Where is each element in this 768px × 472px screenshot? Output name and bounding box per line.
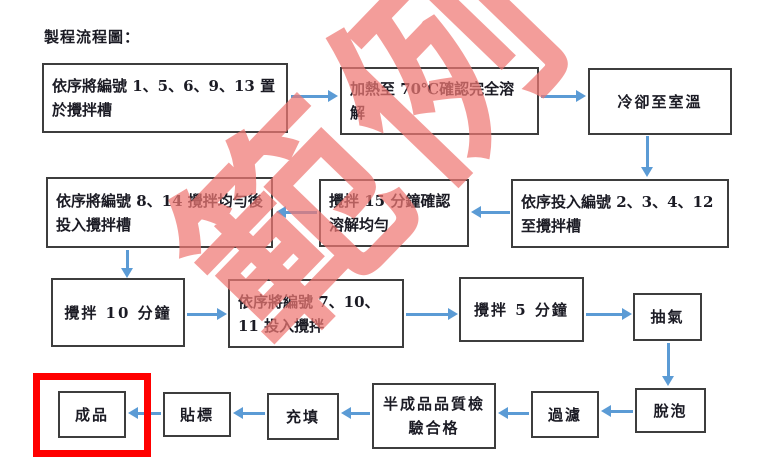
flow-step-5: 攪拌 15 分鐘確認溶解均勻 xyxy=(319,179,469,247)
flow-step-7: 攪拌 10 分鐘 xyxy=(51,278,185,347)
arrow-step7-step8 xyxy=(187,308,227,320)
arrow-step10-step11 xyxy=(662,343,674,386)
final-product-highlight-frame xyxy=(33,373,151,457)
flow-step-13: 半成品品質檢驗合格 xyxy=(372,383,496,449)
flow-step-14-label: 充填 xyxy=(285,407,320,426)
flow-step-11: 脫泡 xyxy=(635,388,706,433)
flow-step-14: 充填 xyxy=(267,393,339,440)
arrow-step6-step7 xyxy=(121,250,133,278)
flow-step-9: 攪拌 5 分鐘 xyxy=(459,277,584,342)
flow-step-15: 貼標 xyxy=(163,392,231,437)
flow-step-11-label: 脫泡 xyxy=(653,401,688,420)
arrow-step8-step9 xyxy=(406,308,458,320)
flow-step-13-label: 半成品品質檢驗合格 xyxy=(382,395,485,437)
flow-step-9-label: 攪拌 5 分鐘 xyxy=(474,300,569,319)
flow-step-7-label: 攪拌 10 分鐘 xyxy=(64,303,172,322)
flow-step-6-label: 依序將編號 8、14 攪拌均勻後投入攪拌槽 xyxy=(56,191,263,234)
arrow-step11-step12 xyxy=(601,405,633,417)
flow-step-10: 抽氣 xyxy=(633,293,702,341)
flow-step-8-label: 依序將編號 7、10、11 投入攪拌 xyxy=(238,292,380,335)
flow-step-2-label: 加熱至 70℃確認完全溶解 xyxy=(350,80,515,122)
arrow-step4-step5 xyxy=(471,206,510,218)
flow-step-6: 依序將編號 8、14 攪拌均勻後投入攪拌槽 xyxy=(46,177,273,248)
arrow-step13-step14 xyxy=(341,407,370,419)
flow-step-5-label: 攪拌 15 分鐘確認溶解均勻 xyxy=(329,192,451,234)
flow-step-16-label: 成品 xyxy=(74,405,109,424)
flow-step-3-label: 冷卻至室溫 xyxy=(617,92,703,111)
flow-step-10-label: 抽氣 xyxy=(650,308,685,326)
arrow-step5-step6 xyxy=(276,206,317,218)
arrow-step14-step15 xyxy=(233,407,265,419)
flow-step-1-label: 依序將編號 1、5、6、9、13 置於攪拌槽 xyxy=(52,77,276,119)
arrow-step2-step3 xyxy=(541,90,586,102)
flow-step-2: 加熱至 70℃確認完全溶解 xyxy=(340,67,539,135)
flow-step-3: 冷卻至室溫 xyxy=(588,68,732,135)
arrow-step1-step2 xyxy=(291,90,338,102)
flow-step-16: 成品 xyxy=(58,391,126,438)
page-title: 製程流程圖： xyxy=(44,28,141,46)
flow-step-15-label: 貼標 xyxy=(179,405,214,424)
flow-step-8: 依序將編號 7、10、11 投入攪拌 xyxy=(228,279,404,348)
flow-step-4: 依序投入編號 2、3、4、12 至攪拌槽 xyxy=(511,179,729,248)
arrow-step12-step13 xyxy=(498,407,529,419)
flow-step-12-label: 過濾 xyxy=(547,405,582,424)
flow-step-1: 依序將編號 1、5、6、9、13 置於攪拌槽 xyxy=(42,63,288,133)
flow-step-12: 過濾 xyxy=(531,391,599,438)
flow-step-4-label: 依序投入編號 2、3、4、12 至攪拌槽 xyxy=(521,192,714,235)
arrow-step9-step10 xyxy=(586,308,632,320)
arrow-step3-step4 xyxy=(641,136,653,177)
